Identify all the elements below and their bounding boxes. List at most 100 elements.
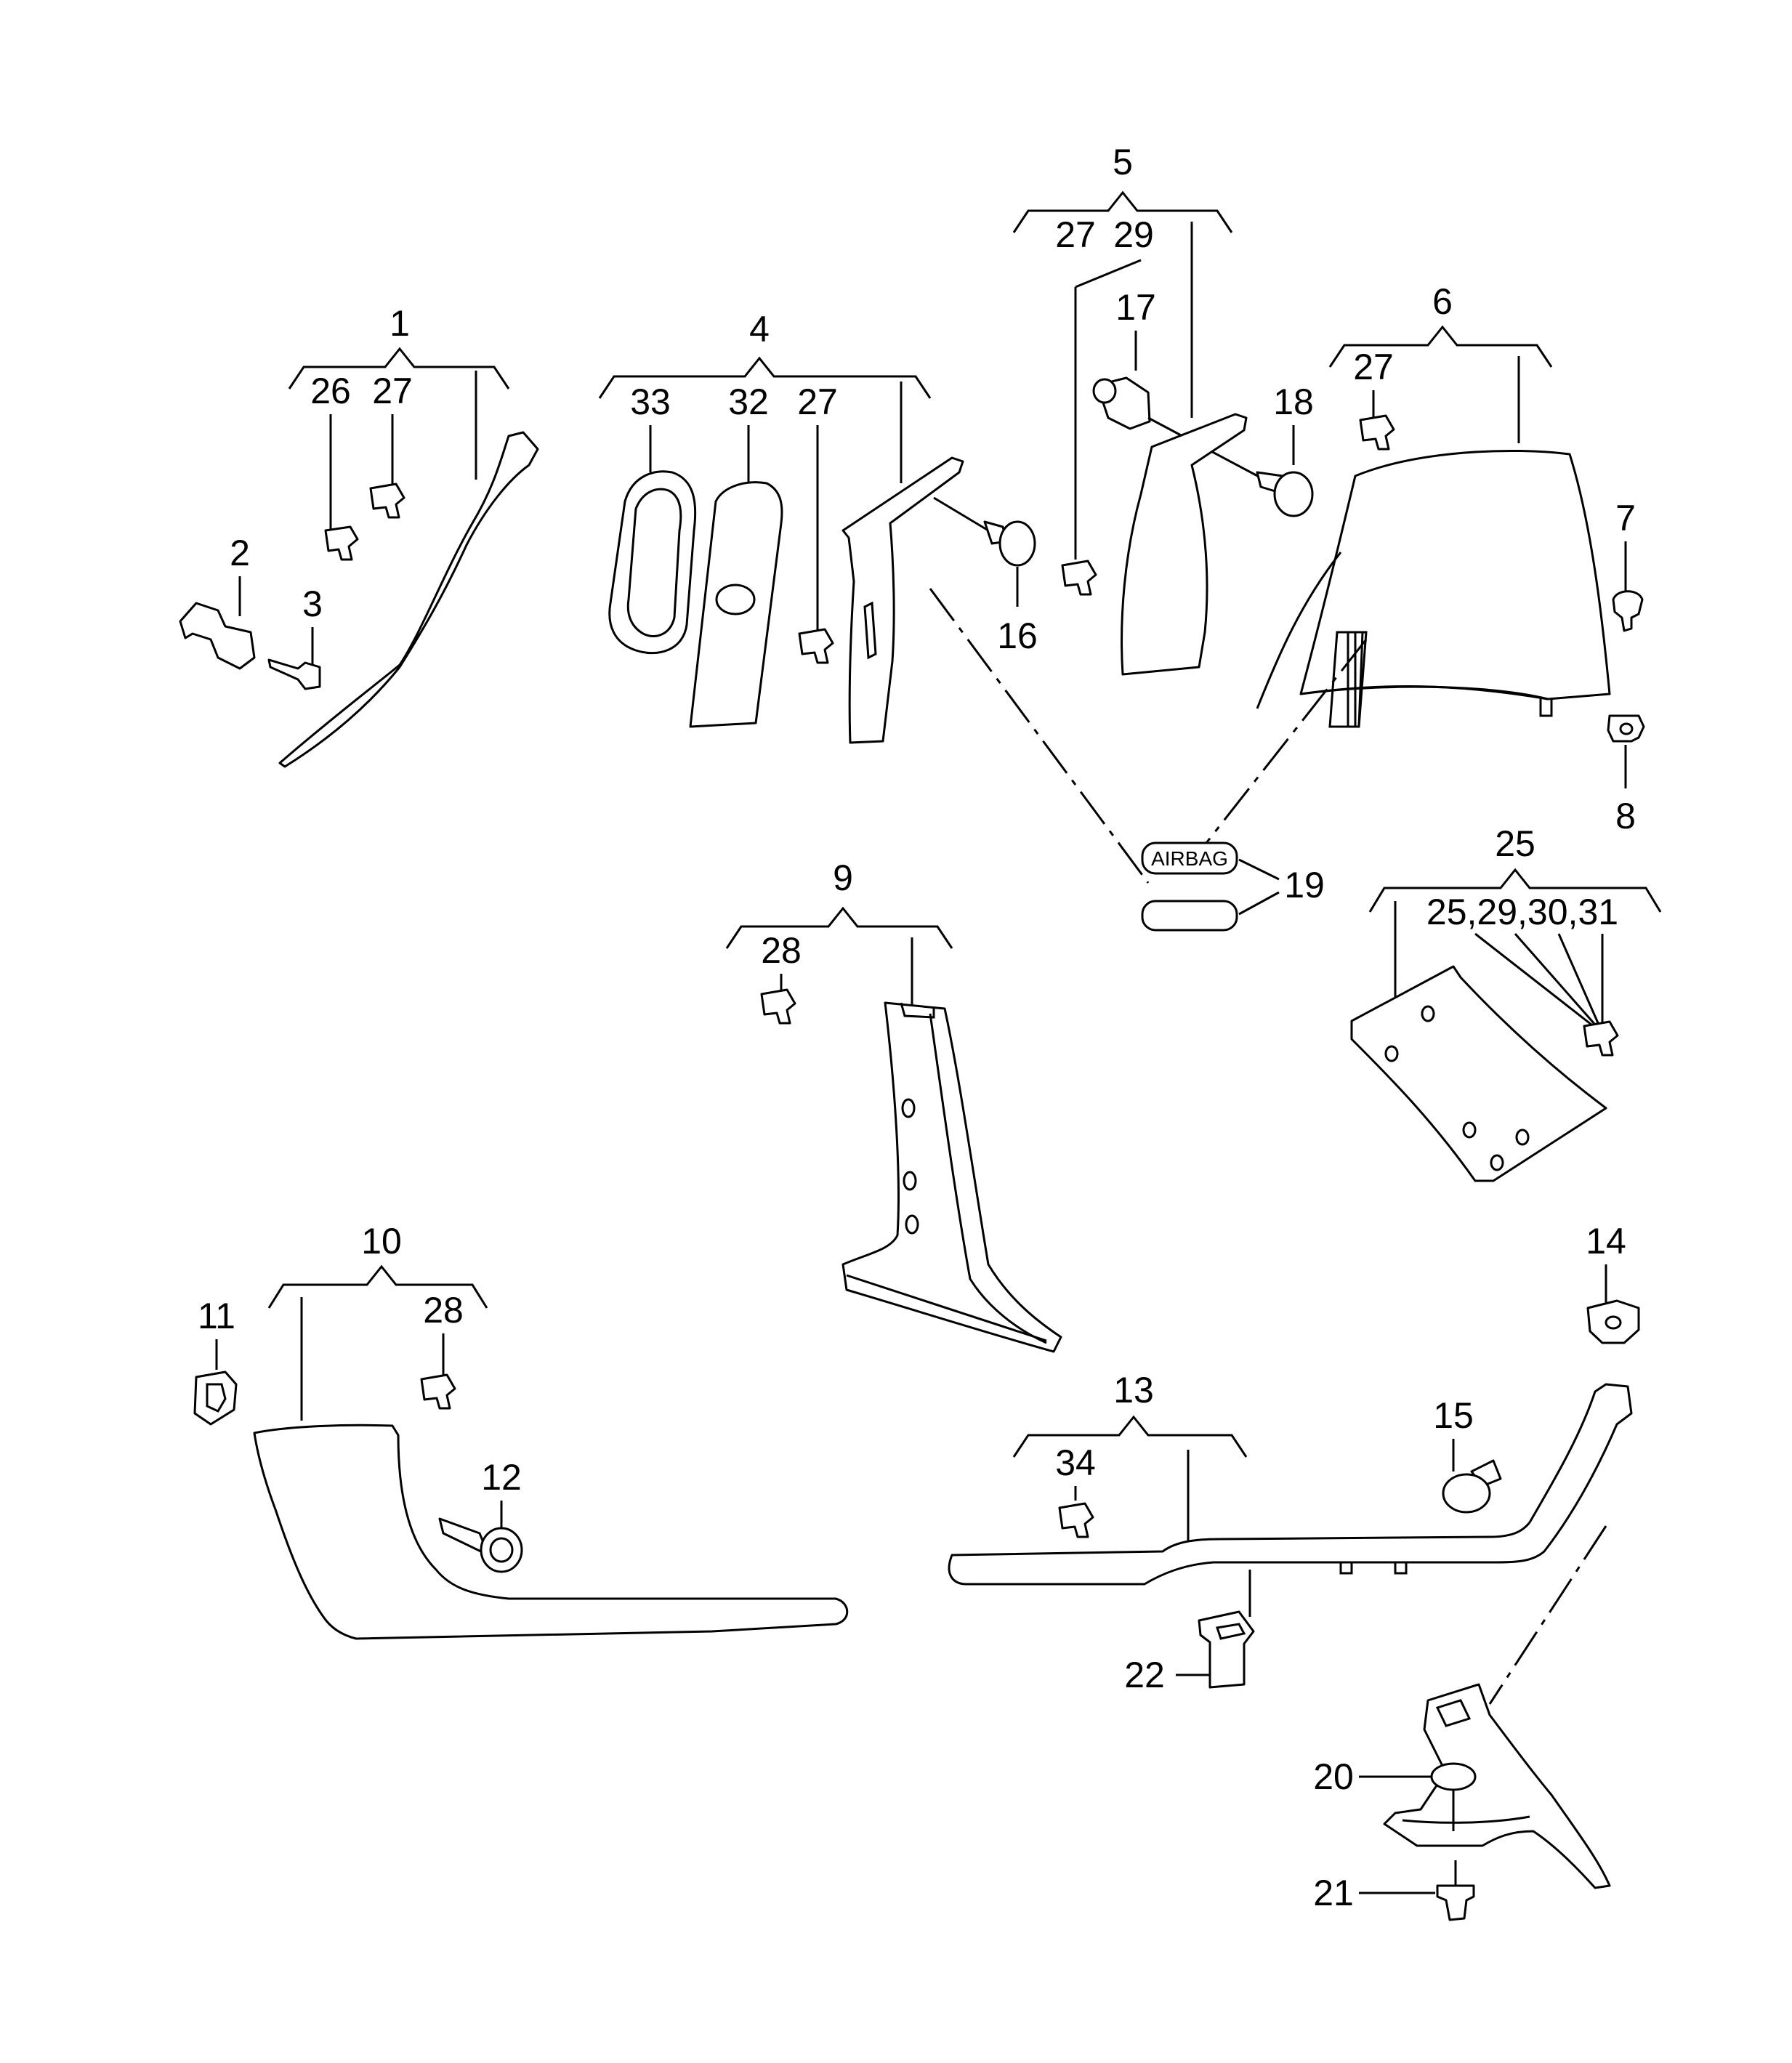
- clip-34: [1058, 1502, 1094, 1538]
- airbag-label-19: [1141, 841, 1238, 875]
- label-3: 3: [302, 584, 323, 624]
- group-1: 1 26 27 2 3: [179, 303, 539, 768]
- group-9: 9 28: [725, 857, 1062, 1353]
- cap-20: [1430, 1762, 1477, 1791]
- bracket-9: [725, 906, 953, 949]
- pin-21: [1436, 1884, 1475, 1921]
- b-pillar-hole-c: [905, 1214, 919, 1235]
- bracket-1: [288, 347, 510, 389]
- sill-trim-10: [253, 1424, 849, 1640]
- b-pillar-hole-b: [903, 1171, 917, 1191]
- panel-25: [1350, 965, 1607, 1182]
- label-22: 22: [1124, 1655, 1165, 1695]
- group-10: 10 28 11 12: [193, 1221, 849, 1640]
- a-pillar-trim: [278, 431, 539, 768]
- label-34: 34: [1055, 1442, 1096, 1483]
- clip-8: [1607, 714, 1645, 743]
- clip-27-b: [798, 628, 834, 664]
- clip-8-hole: [1619, 722, 1634, 735]
- rivet-17-head: [1092, 378, 1117, 404]
- label-1: 1: [390, 303, 410, 344]
- label-28-a: 28: [761, 930, 802, 971]
- label-25-sub: 25,29,30,31: [1426, 892, 1618, 932]
- panel-25-hole-c: [1462, 1121, 1477, 1139]
- leader-29-link: [1075, 259, 1142, 288]
- screw-12-head: [480, 1527, 523, 1573]
- bracket-10: [267, 1264, 488, 1309]
- lower-bracket-window: [1435, 1699, 1472, 1727]
- clip-25: [1583, 1020, 1619, 1057]
- bracket-13: [1012, 1415, 1248, 1458]
- label-32: 32: [728, 381, 769, 422]
- b-pillar-lower-channel: [900, 1002, 935, 1019]
- panel-25-hole-b: [1384, 1045, 1399, 1062]
- bracket-5: [1012, 190, 1233, 233]
- screw-3: [267, 658, 321, 690]
- label-28-b: 28: [423, 1290, 464, 1331]
- panel-25-hole-e: [1490, 1154, 1504, 1171]
- cover-33-inner: [626, 488, 682, 637]
- label-33: 33: [630, 381, 671, 422]
- clip-26: [324, 525, 359, 561]
- label-27-b: 27: [797, 381, 838, 422]
- label-27-d: 27: [1353, 347, 1394, 387]
- label-8: 8: [1615, 796, 1636, 836]
- label-4: 4: [749, 309, 770, 350]
- label-27-c: 27: [1055, 214, 1096, 255]
- clip-27-c: [1061, 560, 1097, 596]
- b-pillar-upper-slot: [863, 601, 877, 660]
- leader-19-b: [1238, 891, 1280, 916]
- headliner-edge-left: [1256, 552, 1342, 709]
- cover-32-hole: [715, 584, 756, 615]
- leader-25-a: [1474, 932, 1592, 1026]
- dash-line-6-19: [1205, 639, 1368, 844]
- leader-19-a: [1238, 858, 1280, 881]
- sill-trim-13-tab-a: [1394, 1562, 1408, 1575]
- bracket-6: [1328, 325, 1553, 368]
- clip-22-inner: [1216, 1623, 1246, 1640]
- headliner-6: [1299, 449, 1611, 701]
- clip-14: [1586, 1299, 1640, 1344]
- screw-18-head: [1273, 471, 1314, 517]
- sill-trim-13-tab-b: [1339, 1562, 1353, 1575]
- label-9: 9: [833, 857, 853, 898]
- leader-30: [1557, 933, 1600, 1025]
- screw-7: [1612, 590, 1644, 632]
- screw-15-head: [1442, 1473, 1491, 1514]
- leader-16-line: [933, 496, 989, 532]
- b-pillar-lower-rib: [929, 1013, 1047, 1344]
- airbag-tag-text: AIRBAG: [1151, 847, 1228, 870]
- label-27-a: 27: [372, 371, 413, 411]
- group-5: 5 27 29 17 18: [1012, 142, 1314, 676]
- sill-trim-13: [948, 1383, 1633, 1586]
- group-4: 4 33 32 27 16: [598, 309, 1150, 884]
- label-17: 17: [1115, 287, 1156, 328]
- clip-22: [1198, 1610, 1255, 1689]
- group-19: AIRBAG 19: [1141, 841, 1325, 932]
- clip-14-hole: [1605, 1315, 1622, 1330]
- label-2: 2: [230, 533, 250, 573]
- label-11: 11: [198, 1296, 235, 1336]
- cover-33: [608, 470, 697, 655]
- airbag-pad-19: [1141, 900, 1238, 932]
- clip-28-b: [420, 1373, 456, 1410]
- label-21: 21: [1313, 1873, 1354, 1913]
- clip-11-inner: [206, 1383, 227, 1413]
- label-16: 16: [997, 615, 1038, 656]
- clip-11: [193, 1370, 238, 1426]
- dash-line-13-bracket: [1488, 1525, 1607, 1705]
- b-pillar-cover-5: [1121, 413, 1248, 676]
- bracket-25: [1368, 868, 1662, 913]
- label-25: 25: [1495, 823, 1535, 864]
- label-19: 19: [1284, 865, 1325, 905]
- b-pillar-lower-trim: [841, 1001, 1062, 1353]
- label-13: 13: [1113, 1370, 1154, 1410]
- leader-29-b: [1514, 933, 1597, 1025]
- headliner-vent-b: [1347, 631, 1364, 727]
- label-18: 18: [1273, 381, 1314, 422]
- lower-bracket-flange: [1402, 1815, 1530, 1824]
- screw-16-head: [998, 520, 1036, 567]
- screw-12-recess: [489, 1537, 514, 1563]
- group-13: 13 34 15 22: [948, 1370, 1633, 1705]
